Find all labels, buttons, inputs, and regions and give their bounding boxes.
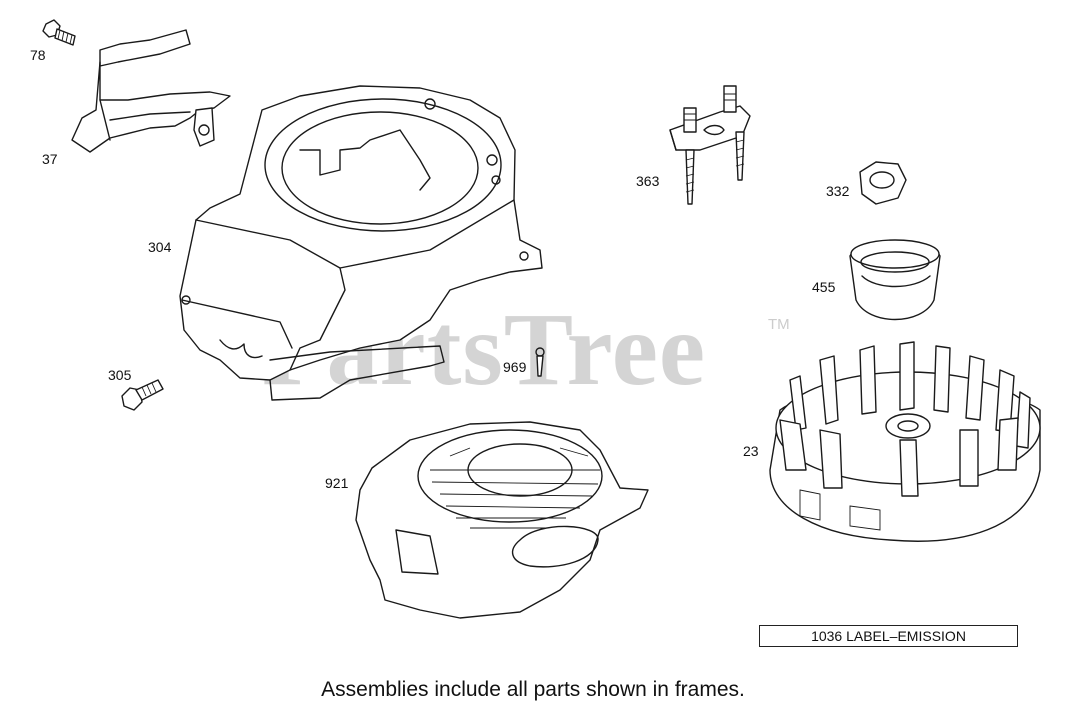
callout-969[interactable]: 969	[503, 359, 527, 375]
assemblies-note: Assemblies include all parts shown in fr…	[321, 678, 745, 701]
part-305-bolt[interactable]	[121, 379, 164, 411]
part-455-starter-cup[interactable]	[849, 239, 941, 321]
part-78-bolt[interactable]	[42, 19, 76, 46]
callout-455[interactable]: 455	[812, 279, 836, 295]
part-332-nut[interactable]	[859, 161, 907, 205]
callout-304[interactable]: 304	[148, 239, 172, 255]
callout-921[interactable]: 921	[325, 475, 349, 491]
callout-305[interactable]: 305	[108, 367, 132, 383]
part-37-air-deflector[interactable]	[71, 29, 231, 153]
part-304-blower-housing[interactable]	[179, 85, 543, 401]
frame-label-emission[interactable]: 1036 LABEL–EMISSION	[759, 625, 1018, 647]
part-969-pin[interactable]	[535, 347, 545, 377]
part-363-bracket[interactable]	[669, 85, 751, 205]
callout-332[interactable]: 332	[826, 183, 850, 199]
callout-78[interactable]: 78	[30, 47, 46, 63]
callout-23[interactable]: 23	[743, 443, 759, 459]
callout-363[interactable]: 363	[636, 173, 660, 189]
part-23-flywheel[interactable]	[769, 341, 1041, 542]
callout-37[interactable]: 37	[42, 151, 58, 167]
watermark-trademark: TM	[768, 316, 790, 333]
part-921-shroud-cover[interactable]	[355, 421, 649, 619]
